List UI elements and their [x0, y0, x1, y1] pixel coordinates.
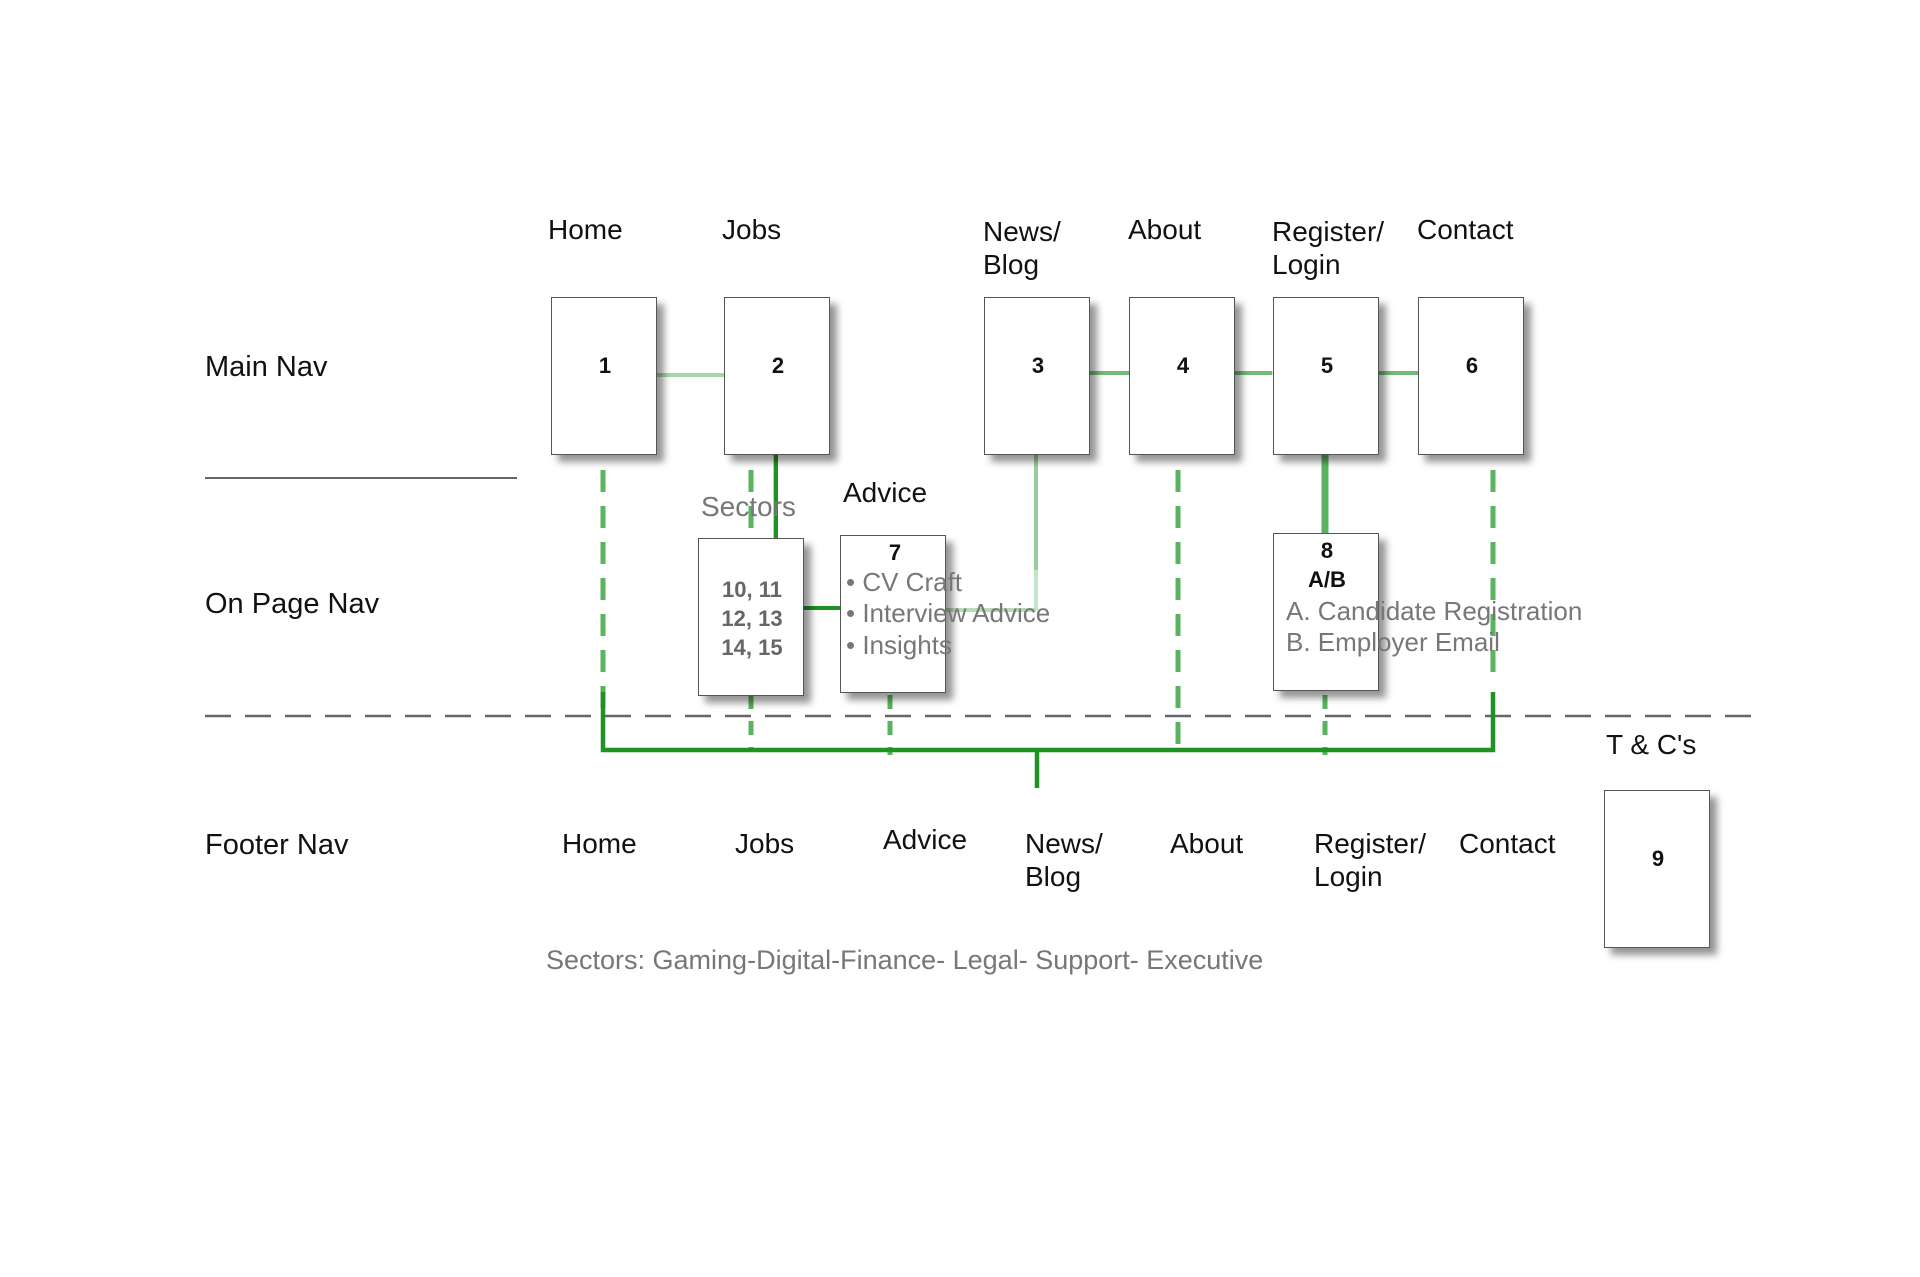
page-box-1: 1: [551, 297, 657, 455]
page-number: 9: [1651, 846, 1665, 871]
page-number: 5: [1320, 353, 1334, 378]
main-nav-label-home: Home: [548, 214, 623, 245]
footer-label-about: About: [1170, 828, 1244, 859]
page-number: 7: [888, 540, 902, 565]
row-label-main-nav: Main Nav: [205, 351, 328, 383]
sectors-list: Sectors: Gaming-Digital-Finance- Legal- …: [546, 945, 1264, 975]
page-number: 4: [1176, 353, 1190, 378]
page-box-7: 7: [840, 535, 946, 693]
page-box-6: 6: [1418, 297, 1524, 455]
page-number: 3: [1031, 353, 1045, 378]
row-label-footer-nav: Footer Nav: [205, 829, 349, 861]
row-label-on-page-nav: On Page Nav: [205, 588, 380, 620]
main-nav-label-jobs: Jobs: [722, 214, 782, 245]
page-box-5: 5: [1273, 297, 1379, 455]
main-nav-label-news: News/Blog: [983, 216, 1061, 280]
page-box-3: 3: [984, 297, 1090, 455]
footer-label-news: News/Blog: [1025, 828, 1103, 892]
footer-label-home: Home: [562, 828, 637, 859]
advice-item-cv-craft: • CV Craft: [846, 567, 963, 597]
advice-item-interview: • Interview Advice: [846, 598, 1051, 628]
page-number: 6: [1465, 353, 1479, 378]
main-nav-label-contact: Contact: [1417, 214, 1514, 245]
page-variant: A/B: [1308, 567, 1346, 592]
footer-label-jobs: Jobs: [735, 828, 795, 859]
footer-label-advice: Advice: [883, 824, 968, 855]
advice-item-insights: • Insights: [846, 630, 952, 660]
footer-bracket: [600, 692, 1496, 753]
advice-label: Advice: [843, 477, 928, 508]
page-number: 2: [771, 353, 785, 378]
page-number: 8: [1320, 538, 1334, 563]
page-box-9: 9: [1604, 790, 1710, 948]
sector-page-numbers: 10, 11 12, 13 14, 15: [721, 577, 783, 660]
sectors-label: Sectors: [701, 491, 796, 522]
register-item-candidate: A. Candidate Registration: [1286, 596, 1583, 626]
page-box-2: 2: [724, 297, 830, 455]
page-box-4: 4: [1129, 297, 1235, 455]
page-box-8: 8 A/B: [1273, 533, 1379, 691]
terms-label: T & C's: [1606, 729, 1697, 760]
page-box-sectors: 10, 11 12, 13 14, 15: [698, 538, 804, 696]
register-item-employer: B. Employer Email: [1286, 627, 1500, 657]
main-nav-label-about: About: [1128, 214, 1202, 245]
main-nav-label-register: Register/Login: [1272, 216, 1385, 280]
page-number: 1: [598, 353, 612, 378]
footer-label-register: Register/Login: [1314, 828, 1427, 892]
footer-label-contact: Contact: [1459, 828, 1556, 859]
